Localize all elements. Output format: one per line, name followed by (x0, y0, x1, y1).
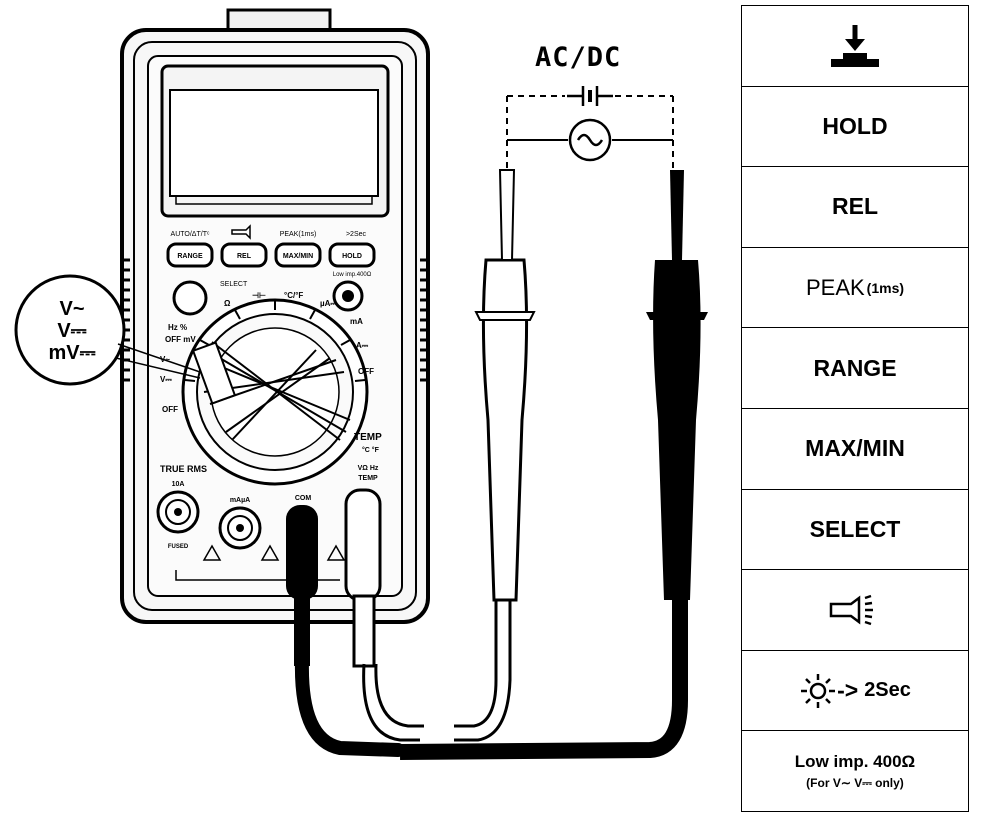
jack-vohm-note: TEMP (358, 475, 378, 482)
dial-label-off: OFF (358, 367, 374, 376)
legend-row-hold: HOLD (742, 87, 968, 168)
battery-icon (567, 86, 613, 106)
meter-buttons: RANGE AUTO/ΔT/Tᶜ REL MAX/MIN PEAK(1ms) H… (166, 224, 376, 278)
dial-label-a: A⎓ (356, 341, 369, 350)
legend-row-flashlight (742, 570, 968, 651)
black-test-lead (286, 170, 708, 760)
meter-button-maxmin-label: MAX/MIN (283, 253, 313, 260)
callout-line-vdc: V⎓ (57, 320, 87, 342)
dial-label-ma: mA (350, 317, 363, 326)
meter-button-maxmin-caption: PEAK(1ms) (280, 231, 317, 238)
jack-10a[interactable]: 10A FUSED (156, 481, 200, 550)
dial-label-ohm: Ω (224, 299, 231, 308)
legend-row-press (742, 6, 968, 87)
white-test-lead (344, 169, 536, 742)
legend-lowimp-note: (For V∼ V⎓ only) (806, 775, 904, 790)
dial-label-temp-units: °C °F (362, 446, 380, 454)
rotary-dial[interactable] (181, 298, 369, 486)
flashlight-icon (829, 594, 873, 626)
jack-10a-label: 10A (172, 481, 185, 488)
meter-button-rel[interactable]: REL (220, 224, 268, 268)
sun-icon (801, 673, 836, 708)
legend-peak-sub: (1ms) (866, 279, 905, 296)
meter-flashlight-icon (231, 224, 251, 240)
jack-ma[interactable]: mAµA (218, 497, 262, 550)
input-jacks: 10A FUSED mAµA COM VΩ Hz TEMP (156, 465, 379, 581)
dial-label-cap: ⊣⊢ (252, 290, 266, 300)
meter-button-hold[interactable]: HOLD >2Sec Low imp.400Ω (328, 231, 376, 278)
legend-row-maxmin: MAX/MIN (742, 409, 968, 490)
ac-source-icon (568, 118, 612, 162)
dial-label-hz: Hz % (168, 323, 187, 332)
jack-vohm-label: VΩ Hz (358, 465, 379, 472)
meter-button-hold-label: HOLD (342, 253, 362, 260)
legend-row-range: RANGE (742, 328, 968, 409)
meter-button-range[interactable]: RANGE AUTO/ΔT/Tᶜ (166, 231, 214, 268)
legend-row-rel: REL (742, 167, 968, 248)
jack-ma-label: mAµA (230, 497, 250, 504)
dial-label-temp-big: TEMP (354, 432, 382, 443)
legend-peak-label: PEAK (805, 274, 865, 300)
legend-row-lowimp: Low imp. 400Ω (For V∼ V⎓ only) (742, 731, 968, 811)
legend-row-peak: PEAK(1ms) (742, 248, 968, 329)
meter-button-hold-caption: >2Sec (346, 231, 367, 238)
meter-lowimp-caption: Low imp.400Ω (333, 272, 372, 278)
legend-row-select: SELECT (742, 490, 968, 571)
meter-lowimp-button[interactable] (332, 280, 364, 312)
dial-labels: Hz % OFF mV V~ V⎓ Ω ⊣⊢ °C/°F µA⎓ mA A⎓ O… (160, 290, 382, 454)
meter-select-button[interactable]: SELECT (172, 280, 248, 316)
meter-button-rel-label: REL (237, 253, 252, 260)
meter-button-maxmin[interactable]: MAX/MIN PEAK(1ms) (274, 231, 322, 268)
jack-com-label: COM (295, 495, 312, 502)
callout-text: V~ V⎓ mV⎓ (22, 298, 122, 364)
legend-backlight-suffix: -> (837, 677, 859, 704)
acdc-source (506, 86, 674, 170)
dial-label-off-left: OFF (162, 405, 178, 414)
legend-row-backlight: ->2Sec (742, 651, 968, 732)
jack-com[interactable]: COM (295, 495, 312, 502)
legend-lowimp-label: Low imp. 400Ω (794, 751, 916, 771)
legend-backlight-detail: 2Sec (864, 679, 911, 702)
meter-button-range-label: RANGE (177, 253, 203, 260)
meter-button-range-caption: AUTO/ΔT/Tᶜ (171, 231, 210, 238)
brand-label: TRUE RMS (160, 464, 207, 474)
jack-10a-note: FUSED (168, 544, 189, 550)
dial-label-ua: µA⎓ (320, 299, 337, 308)
jack-vohm[interactable]: VΩ Hz TEMP (358, 465, 379, 482)
dial-label-vdc: V⎓ (160, 375, 172, 384)
acdc-label: AC/DC (535, 42, 622, 73)
callout-line-vac: V~ (59, 298, 85, 320)
legend-table: HOLD REL PEAK(1ms) RANGE MAX/MIN SELECT … (741, 5, 969, 812)
meter-select-label: SELECT (220, 281, 248, 288)
press-down-icon (831, 24, 879, 67)
function-callout (14, 274, 201, 386)
callout-line-mv: mV⎓ (48, 342, 96, 364)
dial-label-off-mv: OFF mV (165, 335, 196, 344)
dial-label-temp: °C/°F (284, 291, 303, 300)
